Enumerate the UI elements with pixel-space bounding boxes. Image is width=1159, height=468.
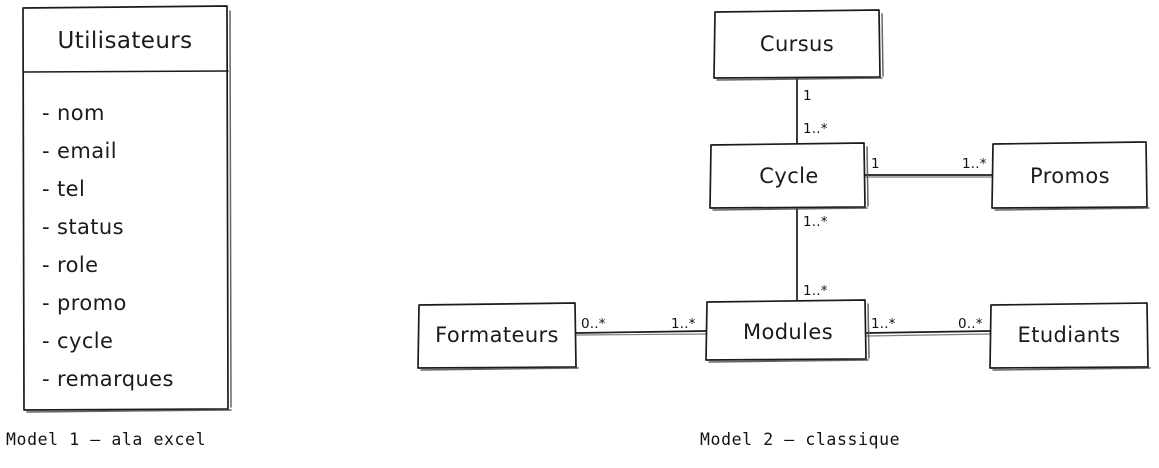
class-formateurs[interactable]: Formateurs: [417, 302, 579, 371]
cursus-box: [713, 9, 881, 79]
class-promos[interactable]: Promos: [991, 141, 1150, 211]
etudiants-box: [989, 302, 1149, 369]
cursus-box-shadow-bottom: [716, 77, 883, 81]
modules-label: Modules: [743, 320, 833, 344]
modules-box: [705, 299, 867, 361]
utilisateurs-attribute-list: - nom - email - tel - status - role - pr…: [42, 101, 174, 391]
utilisateurs-entity[interactable]: Utilisateurs - nom - email - tel - statu…: [22, 5, 232, 413]
promos-box: [991, 141, 1148, 209]
formateurs-box: [417, 302, 577, 369]
multiplicity-cursus-cycle-to: 1..*: [803, 121, 828, 137]
list-item: - cycle: [42, 329, 113, 353]
cycle-label: Cycle: [759, 164, 818, 188]
list-item: - promo: [42, 291, 127, 315]
multiplicity-modules-etudiants-from: 1..*: [871, 316, 896, 332]
utilisateurs-outer-box: [22, 5, 229, 411]
list-item: - email: [42, 139, 117, 163]
list-item: - role: [42, 253, 98, 277]
utilisateurs-header-separator: [23, 70, 229, 73]
multiplicity-cursus-cycle-from: 1: [803, 88, 812, 104]
list-item: - nom: [42, 101, 105, 125]
relation-lines: [575, 77, 993, 337]
multiplicity-cycle-promos-to: 1..*: [962, 156, 987, 172]
multiplicity-modules-etudiants-to: 0..*: [958, 316, 983, 332]
cycle-box: [709, 142, 866, 209]
multiplicity-cycle-modules-from: 1..*: [803, 214, 828, 230]
relation-line-formateurs-modules: [575, 330, 707, 334]
multiplicity-formateurs-modules-from: 0..*: [581, 316, 606, 332]
modules-box-shadow-right: [867, 303, 870, 359]
etudiants-box-shadow-bottom: [992, 367, 1151, 371]
etudiants-label: Etudiants: [1018, 323, 1121, 347]
model2-caption: Model 2 – classique: [700, 430, 901, 449]
multiplicity-cycle-modules-to: 1..*: [803, 283, 828, 299]
relation-line-formateurs-modules-2: [576, 333, 707, 336]
cycle-box-shadow-right: [866, 146, 869, 207]
formateurs-label: Formateurs: [435, 323, 559, 347]
model1-caption: Model 1 – ala excel: [6, 430, 207, 449]
promos-box-shadow-bottom: [994, 207, 1150, 211]
relation-line-modules-etudiants: [865, 330, 991, 334]
cycle-box-shadow-bottom: [712, 207, 868, 211]
multiplicity-cycle-promos-from: 1: [871, 156, 880, 172]
list-item: - status: [42, 215, 124, 239]
utilisateurs-box-shadow-right: [229, 10, 232, 408]
multiplicity-formateurs-modules-to: 1..*: [671, 316, 696, 332]
promos-label: Promos: [1030, 164, 1110, 188]
utilisateurs-box-shadow-bottom: [26, 409, 232, 413]
list-item: - remarques: [42, 367, 174, 391]
class-modules[interactable]: Modules: [705, 299, 870, 363]
class-etudiants[interactable]: Etudiants: [989, 302, 1151, 371]
class-cycle[interactable]: Cycle: [709, 142, 869, 211]
multiplicity-labels: 1 1..* 1 1..* 1..* 1..* 0..* 1..* 1..* 0…: [581, 88, 987, 332]
formateurs-box-shadow-bottom: [420, 367, 579, 371]
utilisateurs-title: Utilisateurs: [57, 28, 192, 54]
class-cursus[interactable]: Cursus: [713, 9, 884, 81]
relation-line-modules-etudiants-2: [866, 333, 991, 337]
list-item: - tel: [42, 177, 85, 201]
cursus-box-shadow-right: [881, 13, 884, 77]
modules-box-shadow-bottom: [708, 359, 869, 363]
cursus-label: Cursus: [760, 32, 834, 56]
